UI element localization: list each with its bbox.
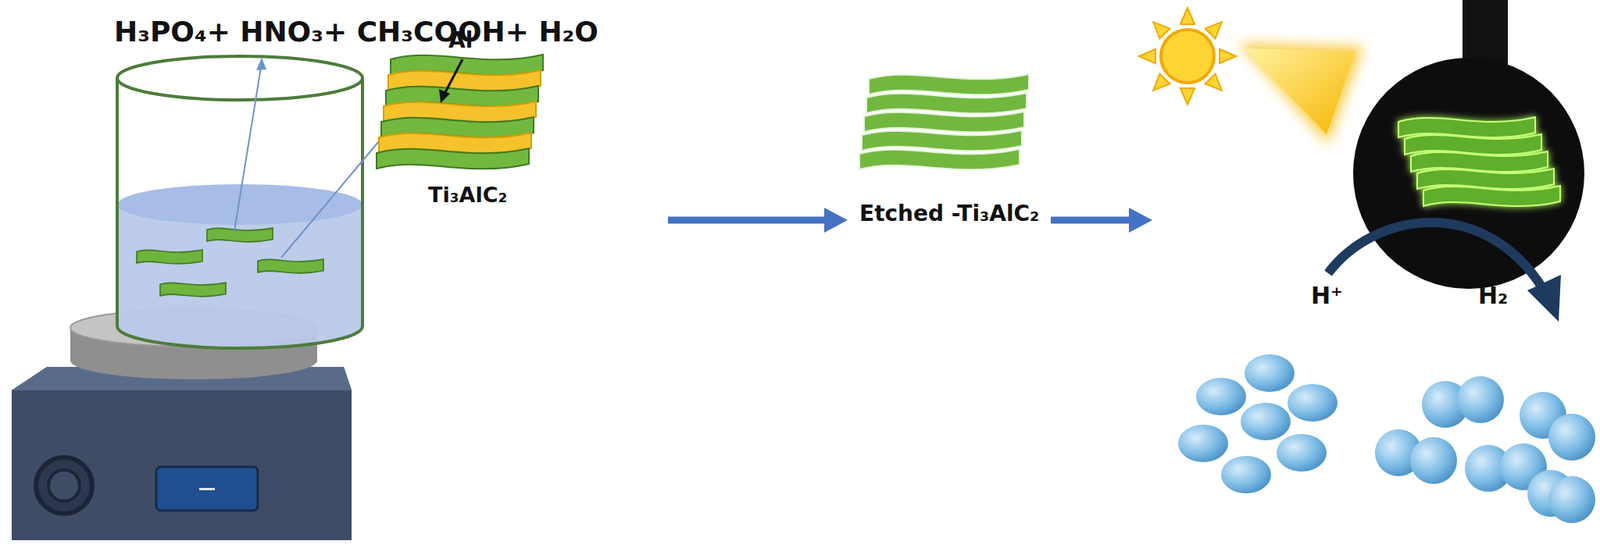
hydrogen-molecules xyxy=(1375,376,1596,524)
product-label: H₂ xyxy=(1478,282,1508,311)
flakes xyxy=(136,228,324,297)
photoreactor xyxy=(1353,0,1585,290)
ion-label: H⁺ xyxy=(1310,282,1343,311)
arrow-head xyxy=(1527,275,1561,322)
reaction-arrow xyxy=(1328,222,1543,290)
sun xyxy=(1139,7,1236,105)
beaker xyxy=(117,56,363,349)
material-label: Etched -Ti₃AlC₂ xyxy=(859,201,1040,227)
light-beam-glow xyxy=(1238,42,1364,145)
layer-label: Al xyxy=(448,28,473,54)
max-phase-stack xyxy=(376,54,543,169)
reagent-formula: H₃PO₄+ HNO₃+ CH₃COOH+ H₂O xyxy=(114,15,599,48)
light-beam xyxy=(1243,48,1356,135)
material-label: Ti₃AlC₂ xyxy=(428,182,508,208)
proton-spheres xyxy=(1178,354,1338,494)
etched-stack xyxy=(859,74,1029,170)
